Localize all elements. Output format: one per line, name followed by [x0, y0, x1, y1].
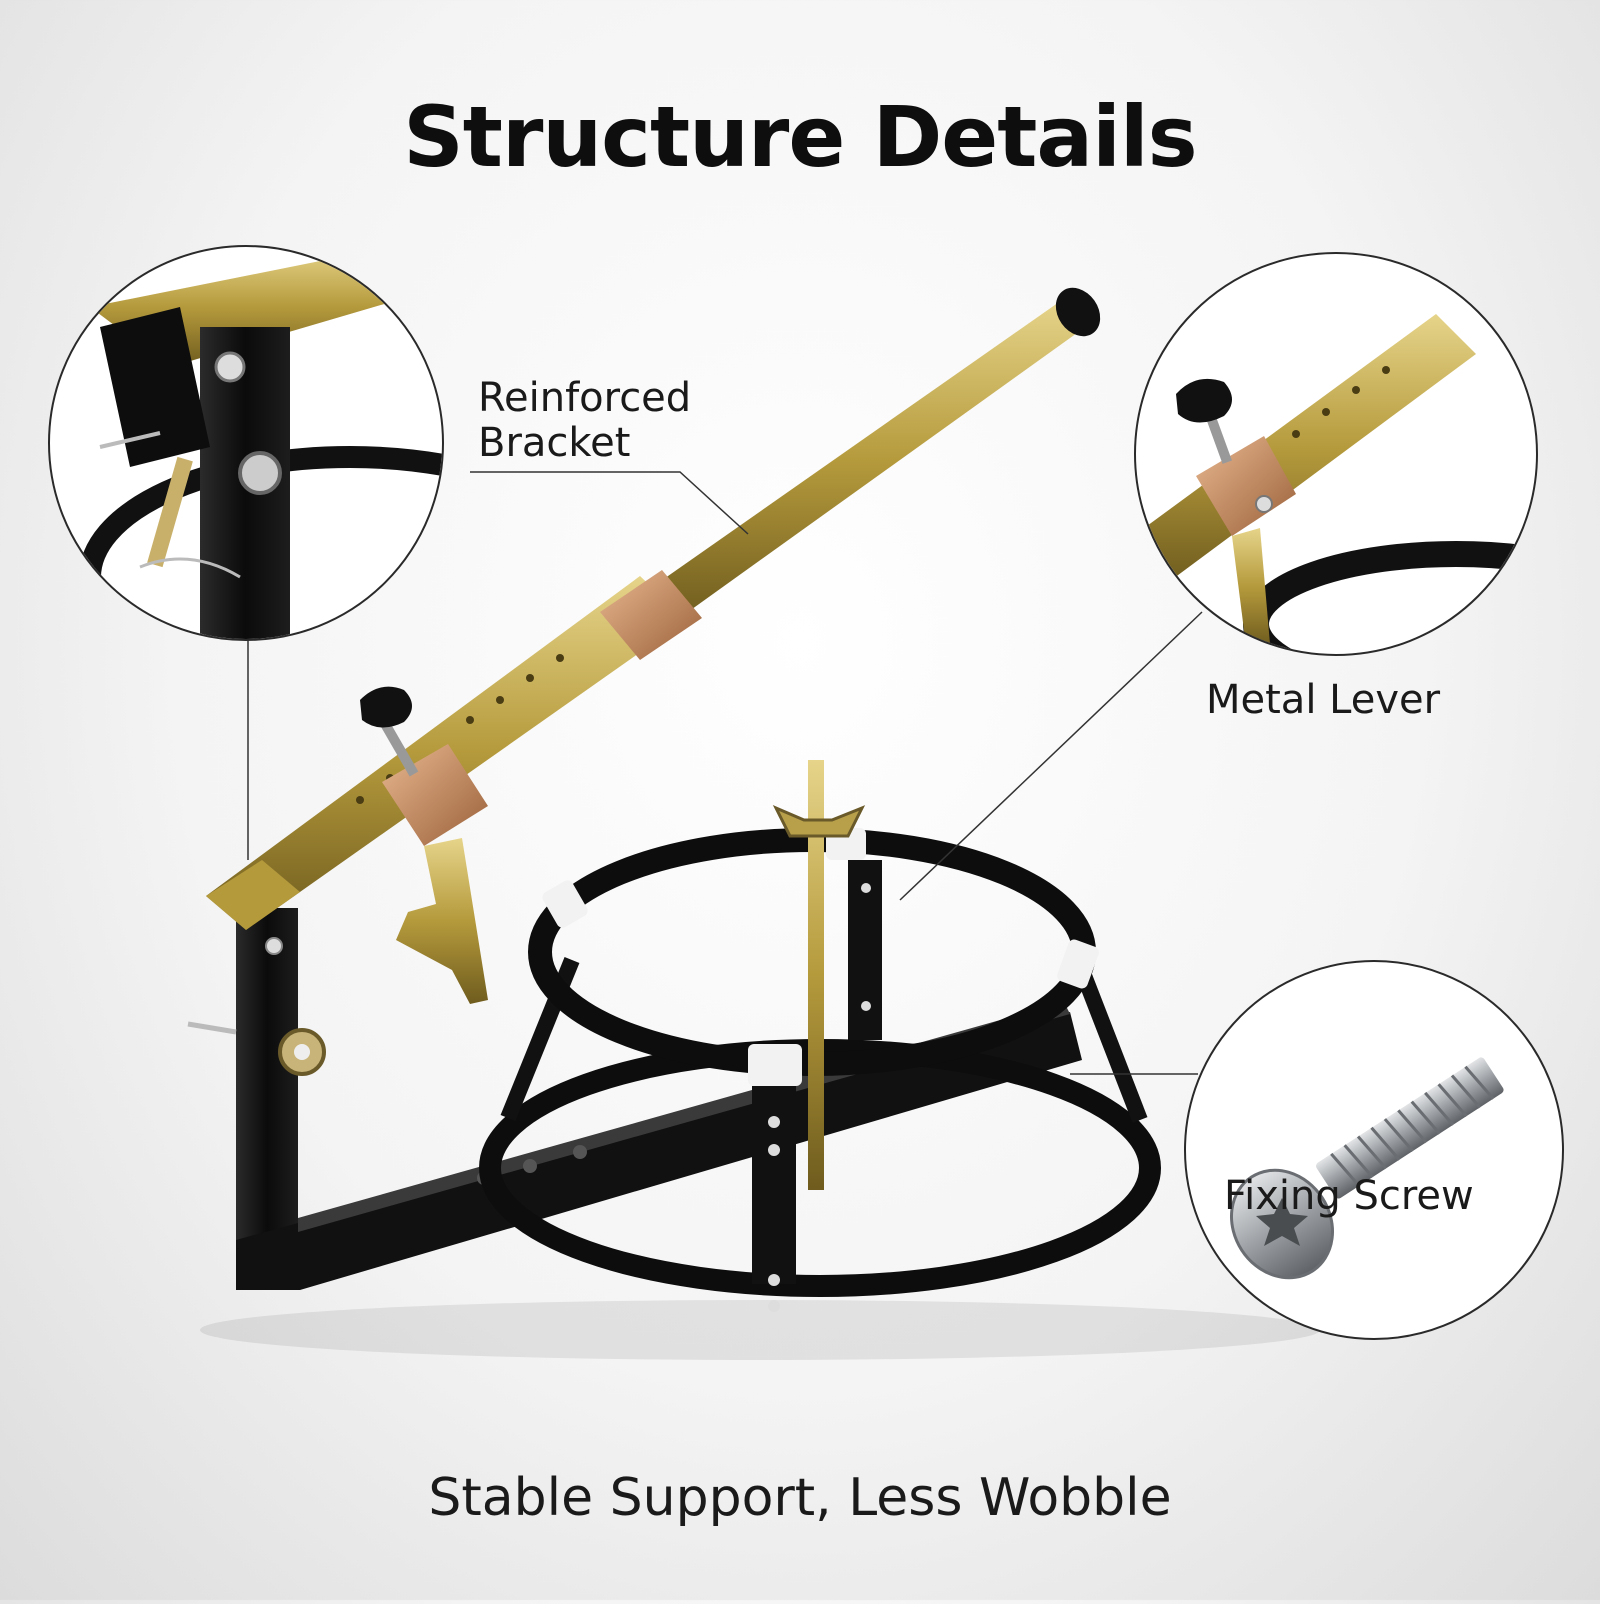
leg-bolt [768, 1144, 780, 1156]
leg-bolt [861, 883, 871, 893]
lever-tube [648, 300, 1084, 622]
zoom-circle-reinforced-bracket [48, 245, 444, 641]
beam-hole [573, 1145, 587, 1159]
ring-guard [748, 1044, 802, 1086]
leg-bolt [768, 1116, 780, 1128]
knob-stem [379, 719, 419, 777]
stand-leg-front [752, 1086, 796, 1284]
center-spindle [808, 760, 824, 1190]
ring-guard [542, 880, 588, 928]
leg-bolt [861, 1001, 871, 1011]
lever-hole [496, 696, 504, 704]
page-title: Structure Details [403, 88, 1197, 186]
lever-sleeve [600, 570, 702, 660]
leg-bolt [768, 1274, 780, 1286]
tagline: Stable Support, Less Wobble [428, 1468, 1172, 1528]
post-pin-rod [187, 1021, 237, 1035]
floor-shadow [200, 1300, 1320, 1360]
zoom-circle-metal-lever [1134, 252, 1538, 656]
wing-nut [772, 805, 866, 838]
lever-hole [526, 674, 534, 682]
bead-breaker-foot [396, 838, 488, 1004]
callout-reinforced-bracket-text: Reinforced Bracket [478, 375, 692, 466]
callout-fixing-screw: Fixing Screw [1224, 1173, 1474, 1219]
lever-hole [356, 796, 364, 804]
lever-hole [556, 654, 564, 662]
corner-gusset [206, 860, 300, 930]
zoom-circle-fixing-screw [1184, 960, 1564, 1340]
post-pin-center [294, 1044, 310, 1060]
corner-bolt [265, 937, 283, 955]
beam-hole [523, 1159, 537, 1173]
callout-metal-lever: Metal Lever [1206, 677, 1441, 723]
leg-bolt [768, 1300, 780, 1312]
knob [360, 686, 412, 728]
frame-base-beam [236, 1012, 1082, 1290]
ring-guard [1057, 939, 1099, 989]
lever-grip [1055, 287, 1101, 337]
stand-leg [1070, 957, 1148, 1123]
callout-reinforced-bracket: Reinforced Bracket [478, 376, 738, 466]
frame-vertical-post [236, 908, 298, 1280]
torx-recess [1256, 1198, 1308, 1246]
lever-hole [466, 716, 474, 724]
